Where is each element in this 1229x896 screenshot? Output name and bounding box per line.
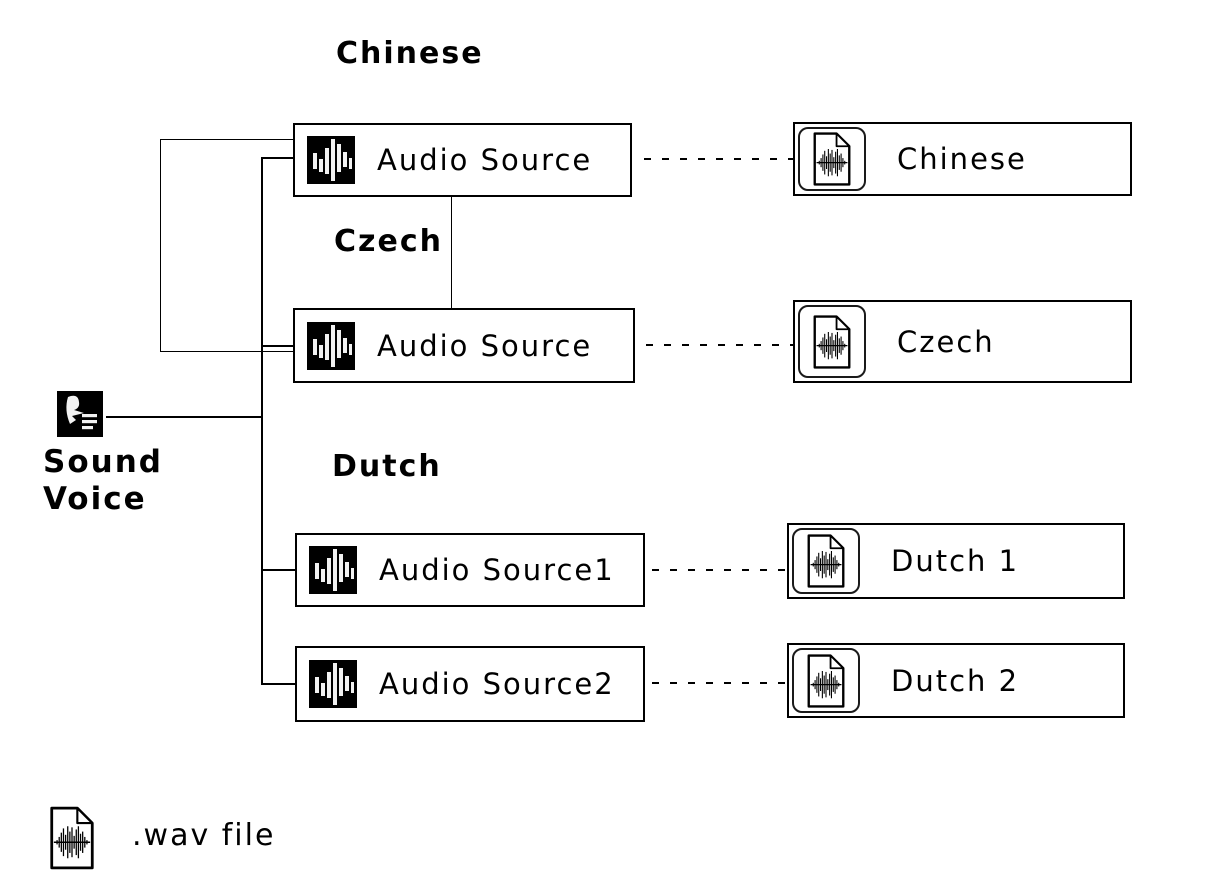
waveform-icon (307, 136, 355, 184)
node-label: Chinese (897, 142, 1027, 176)
root-node-label: Sound Voice (43, 444, 163, 517)
node-audio-source2-dutch: Audio Source2 (295, 646, 645, 722)
dashed-link-dutch1 (652, 569, 787, 571)
voice-speaking-icon (57, 391, 103, 437)
node-wav-file-czech: Czech (793, 300, 1132, 383)
group-title-chinese: Chinese (336, 36, 484, 71)
connector-stub-czech-source (261, 345, 293, 347)
group-title-dutch: Dutch (332, 449, 442, 484)
node-label: Dutch 1 (891, 544, 1020, 578)
node-wav-file-dutch2: Dutch 2 (787, 643, 1125, 718)
dashed-link-dutch2 (652, 682, 787, 684)
node-label: Audio Source1 (379, 553, 615, 587)
connector-stub-chinese-source (261, 157, 293, 159)
dashed-link-czech (646, 344, 793, 346)
node-label: Audio Source (377, 143, 593, 177)
node-label: Audio Source2 (379, 667, 615, 701)
waveform-icon (309, 660, 357, 708)
connector-trunk-vertical (261, 157, 263, 685)
node-label: Dutch 2 (891, 663, 1020, 698)
wav-file-icon (792, 528, 860, 594)
wav-file-icon (50, 806, 94, 870)
node-wav-file-chinese: Chinese (793, 122, 1132, 196)
node-audio-source-chinese: Audio Source (293, 123, 632, 197)
waveform-icon (307, 322, 355, 370)
group-title-czech: Czech (334, 224, 443, 259)
connector-stub-dutch-source2 (261, 683, 295, 685)
node-audio-source1-dutch: Audio Source1 (295, 533, 645, 607)
dashed-link-chinese (644, 158, 793, 160)
wav-file-icon (798, 127, 866, 191)
node-audio-source-czech: Audio Source (293, 308, 635, 383)
connector-root-horizontal (106, 416, 262, 418)
wav-file-icon (798, 305, 866, 378)
wav-file-icon (792, 648, 860, 713)
node-label: Audio Source (377, 328, 593, 363)
node-label: Czech (897, 324, 995, 359)
waveform-icon (309, 546, 357, 594)
connector-stub-dutch-source1 (261, 569, 295, 571)
node-wav-file-dutch1: Dutch 1 (787, 523, 1125, 599)
legend-label: .wav file (132, 818, 276, 853)
